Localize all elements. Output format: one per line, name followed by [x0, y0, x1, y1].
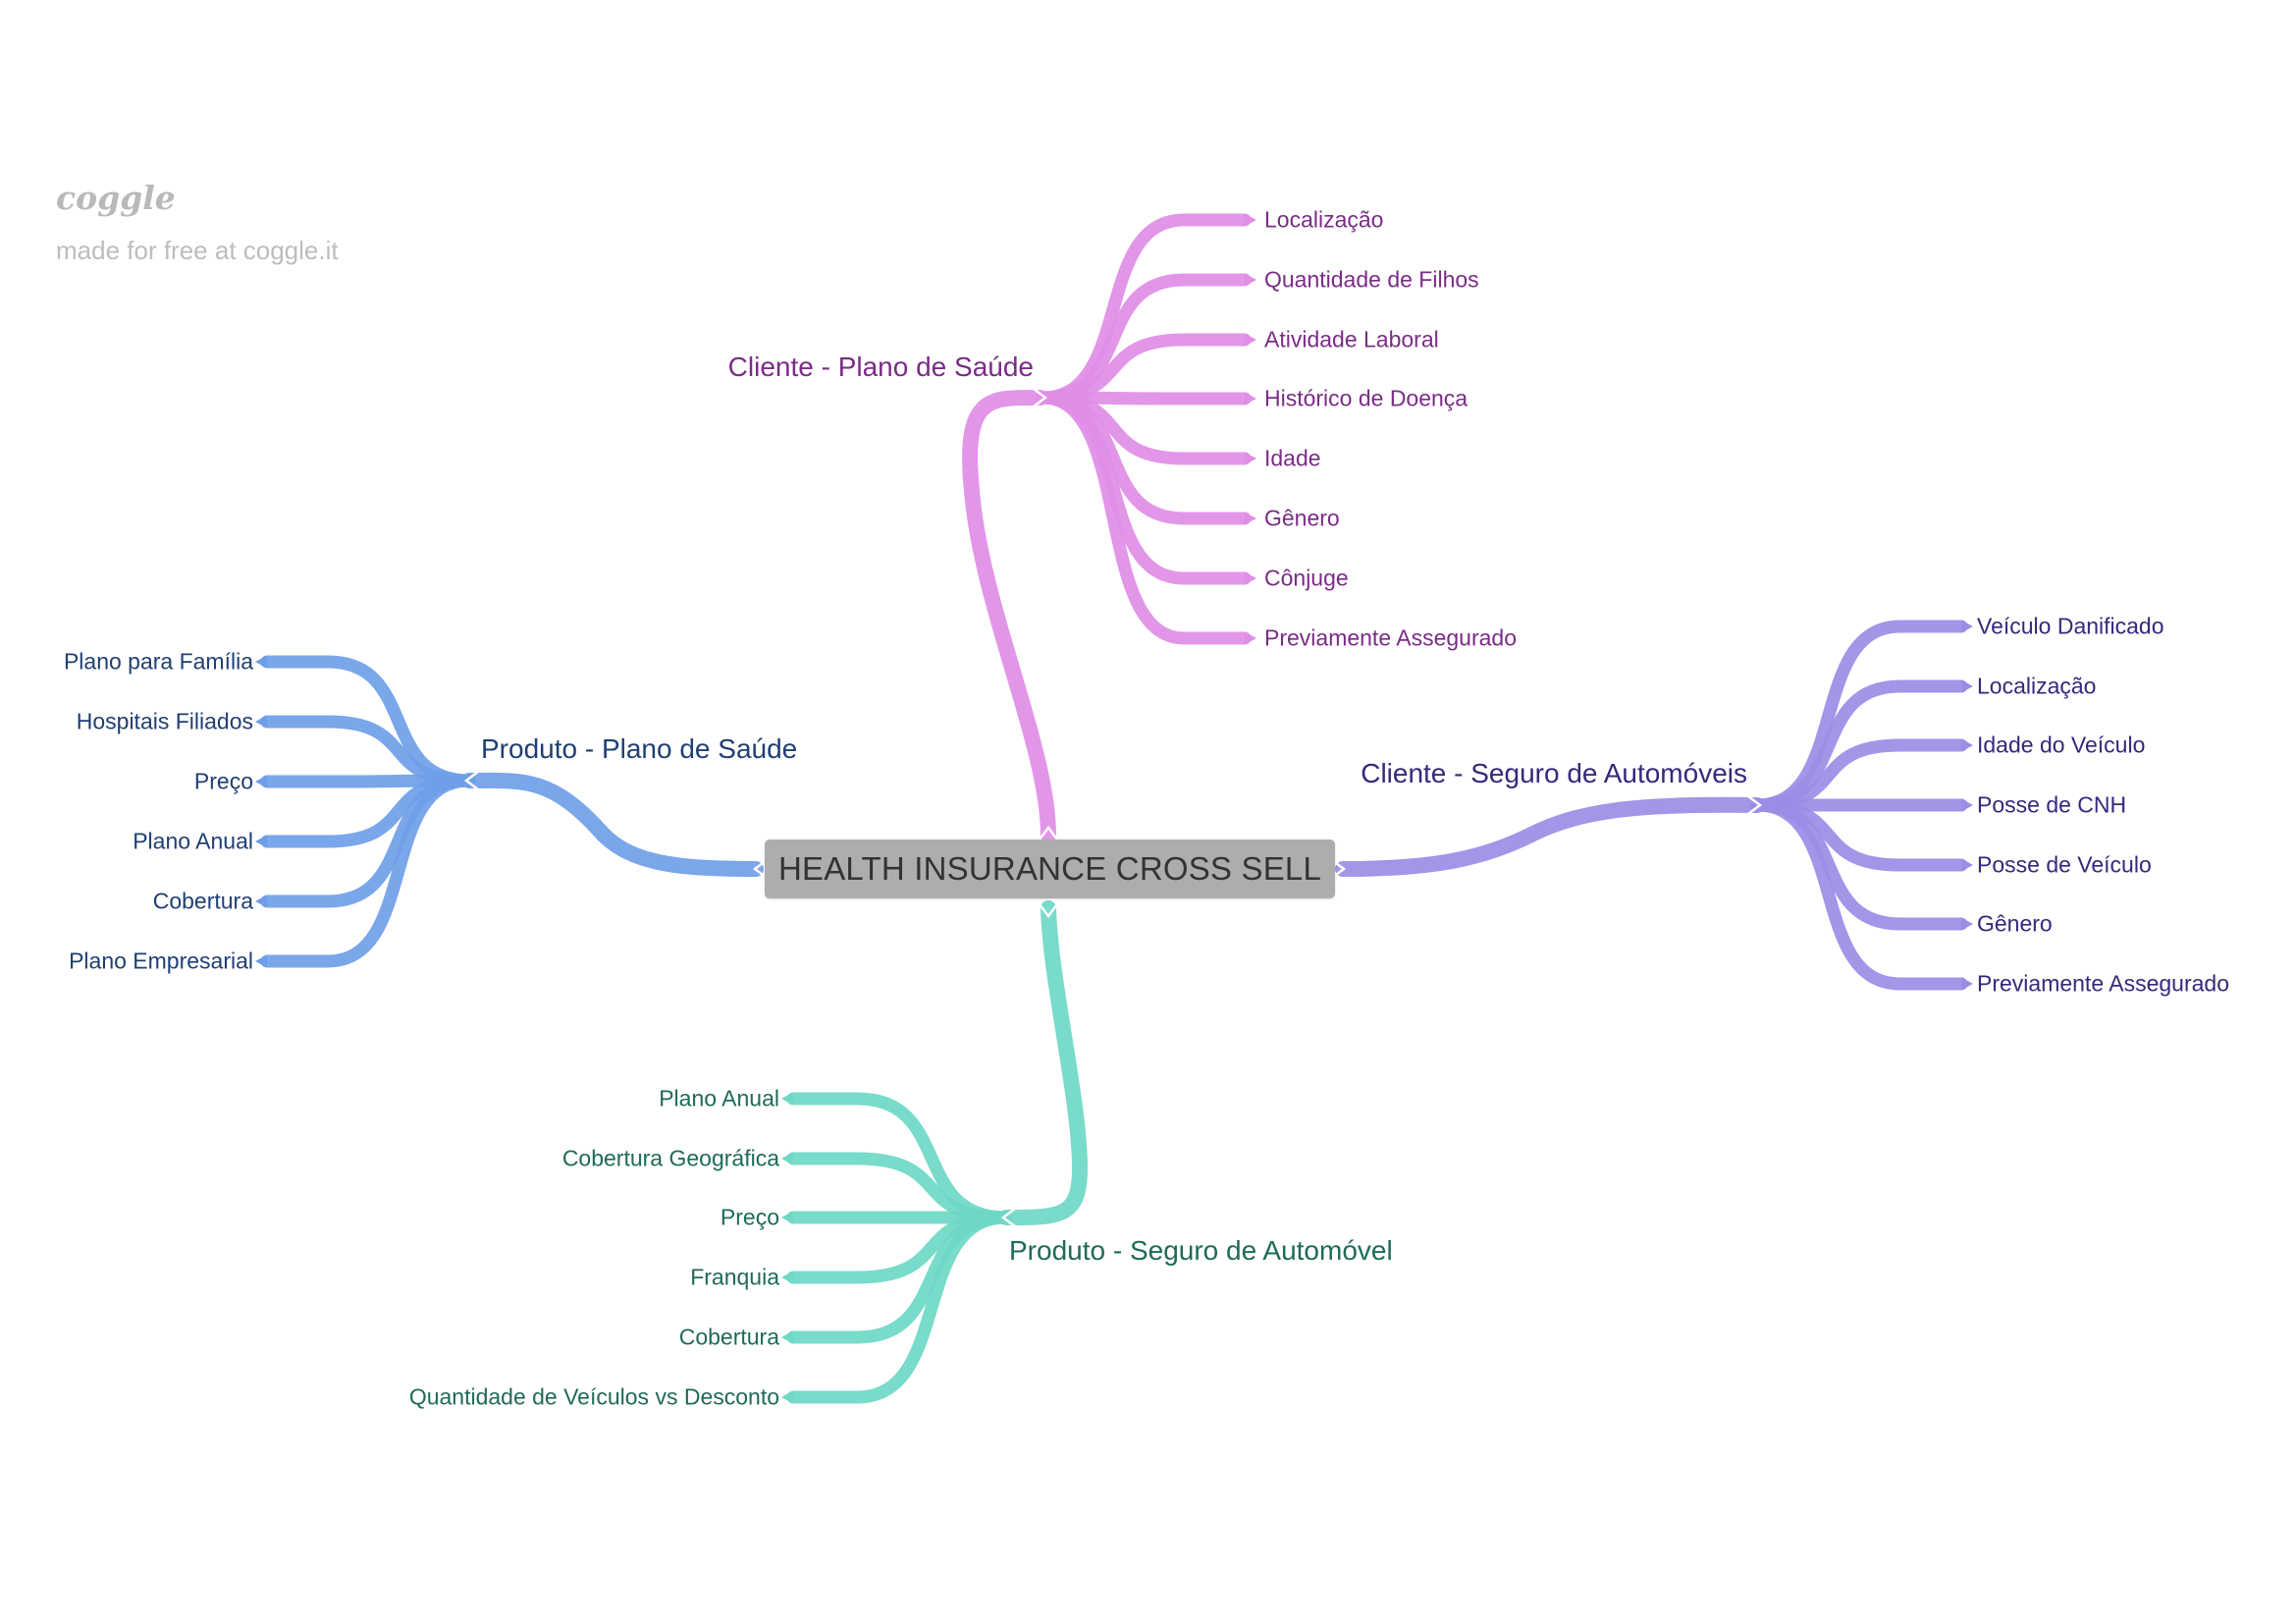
hub-arrow [463, 771, 479, 790]
leaf-node[interactable]: Hospitais Filiados [76, 708, 253, 734]
leaf-node[interactable]: Previamente Assegurado [1977, 970, 2229, 997]
leaf-tip [1245, 571, 1256, 585]
leaf-tip [781, 1152, 793, 1165]
branch-connector [1335, 796, 1765, 877]
branch-connector [461, 772, 764, 877]
leaf-node[interactable]: Cobertura Geográfica [561, 1145, 779, 1171]
leaf-tip [255, 775, 267, 788]
leaf-connector [1036, 391, 1252, 585]
leaf-connector [1036, 333, 1252, 405]
root-arrow [752, 859, 768, 879]
root-label: HEALTH INSURANCE CROSS SELL [777, 850, 1322, 887]
leaf-connector [786, 1152, 1013, 1224]
leaf-node[interactable]: Posse de CNH [1977, 791, 2127, 818]
leaf-tip [781, 1330, 793, 1344]
branch-connector [998, 900, 1089, 1225]
hub-arrow [1747, 795, 1763, 815]
leaf-tip [1961, 917, 1973, 931]
leaf-tip [781, 1390, 793, 1404]
leaf-node[interactable]: Plano Anual [659, 1085, 779, 1111]
leaf-node[interactable]: Quantidade de Veículos vs Desconto [408, 1383, 779, 1410]
leaf-node[interactable]: Quantidade de Filhos [1264, 266, 1479, 293]
leaf-tip [1961, 679, 1973, 693]
leaf-tip [1961, 798, 1973, 812]
leaf-tip [1245, 273, 1256, 287]
leaf-node[interactable]: Plano Anual [133, 828, 253, 854]
leaf-node[interactable]: Cobertura [152, 888, 253, 914]
branch-connector [962, 389, 1056, 843]
leaf-node[interactable]: Previamente Assegurado [1264, 624, 1517, 651]
leaf-tip [1245, 452, 1256, 465]
leaf-tip [1961, 738, 1973, 752]
leaf-connector [1036, 213, 1252, 405]
leaf-tip [255, 655, 267, 669]
leaf-tip [1245, 631, 1256, 645]
leaf-node[interactable]: Plano para Família [63, 648, 253, 675]
leaf-tip [1961, 858, 1973, 872]
leaf-tip [1245, 512, 1256, 525]
leaf-node[interactable]: Veículo Danificado [1977, 613, 2164, 639]
branch-node[interactable]: Cliente - Plano de Saúde [727, 352, 1034, 382]
leaf-node[interactable]: Cobertura [678, 1324, 779, 1350]
root-arrow [1331, 859, 1347, 879]
leaf-node[interactable]: Cônjuge [1264, 565, 1349, 591]
leaf-tip [1245, 392, 1256, 406]
hub-arrow [1033, 388, 1048, 407]
coggle-tagline: made for free at coggle.it [56, 236, 339, 265]
leaf-tip [255, 835, 267, 848]
leaf-connector [260, 774, 476, 968]
root-node[interactable]: HEALTH INSURANCE CROSS SELL [765, 839, 1335, 898]
leaf-node[interactable]: Franquia [690, 1264, 779, 1290]
leaf-tip [255, 954, 267, 968]
leaf-node[interactable]: Plano Empresarial [69, 947, 253, 974]
leaf-connector [786, 1211, 1013, 1404]
leaf-node[interactable]: Posse de Veículo [1977, 851, 2152, 878]
leaf-tip [781, 1271, 793, 1284]
leaf-tip [1245, 333, 1256, 347]
leaf-connector [1750, 620, 1968, 812]
branch-node[interactable]: Produto - Plano de Saúde [481, 733, 798, 764]
leaf-node[interactable]: Idade [1264, 445, 1321, 471]
leaf-node[interactable]: Gênero [1264, 505, 1340, 531]
leaf-connector [260, 715, 476, 787]
leaf-tip [781, 1092, 793, 1106]
leaf-tip [255, 715, 267, 729]
leaf-node[interactable]: Atividade Laboral [1264, 326, 1439, 352]
root-arrow [1039, 903, 1058, 919]
leaf-tip [255, 894, 267, 908]
leaf-node[interactable]: Idade do Veículo [1977, 731, 2146, 758]
leaf-node[interactable]: Preço [193, 768, 253, 794]
coggle-logo: coggle [56, 179, 176, 217]
leaf-tip [1961, 977, 1973, 991]
leaf-tip [1245, 213, 1256, 227]
leaf-tip [1961, 620, 1973, 633]
root-arrow [1039, 825, 1058, 840]
leaf-node[interactable]: Localização [1264, 206, 1384, 233]
leaf-node[interactable]: Gênero [1977, 910, 2053, 937]
leaf-connector [1036, 391, 1252, 645]
hub-arrow [1000, 1208, 1016, 1227]
branch-node[interactable]: Produto - Seguro de Automóvel [1009, 1235, 1393, 1266]
leaf-tip [781, 1211, 793, 1224]
leaf-node[interactable]: Localização [1977, 673, 2097, 699]
leaf-connector [1750, 798, 1968, 991]
leaf-node[interactable]: Histórico de Doença [1264, 385, 1468, 411]
leaf-node[interactable]: Preço [720, 1204, 779, 1230]
branch-node[interactable]: Cliente - Seguro de Automóveis [1361, 758, 1747, 788]
leaf-connector [1750, 738, 1968, 812]
